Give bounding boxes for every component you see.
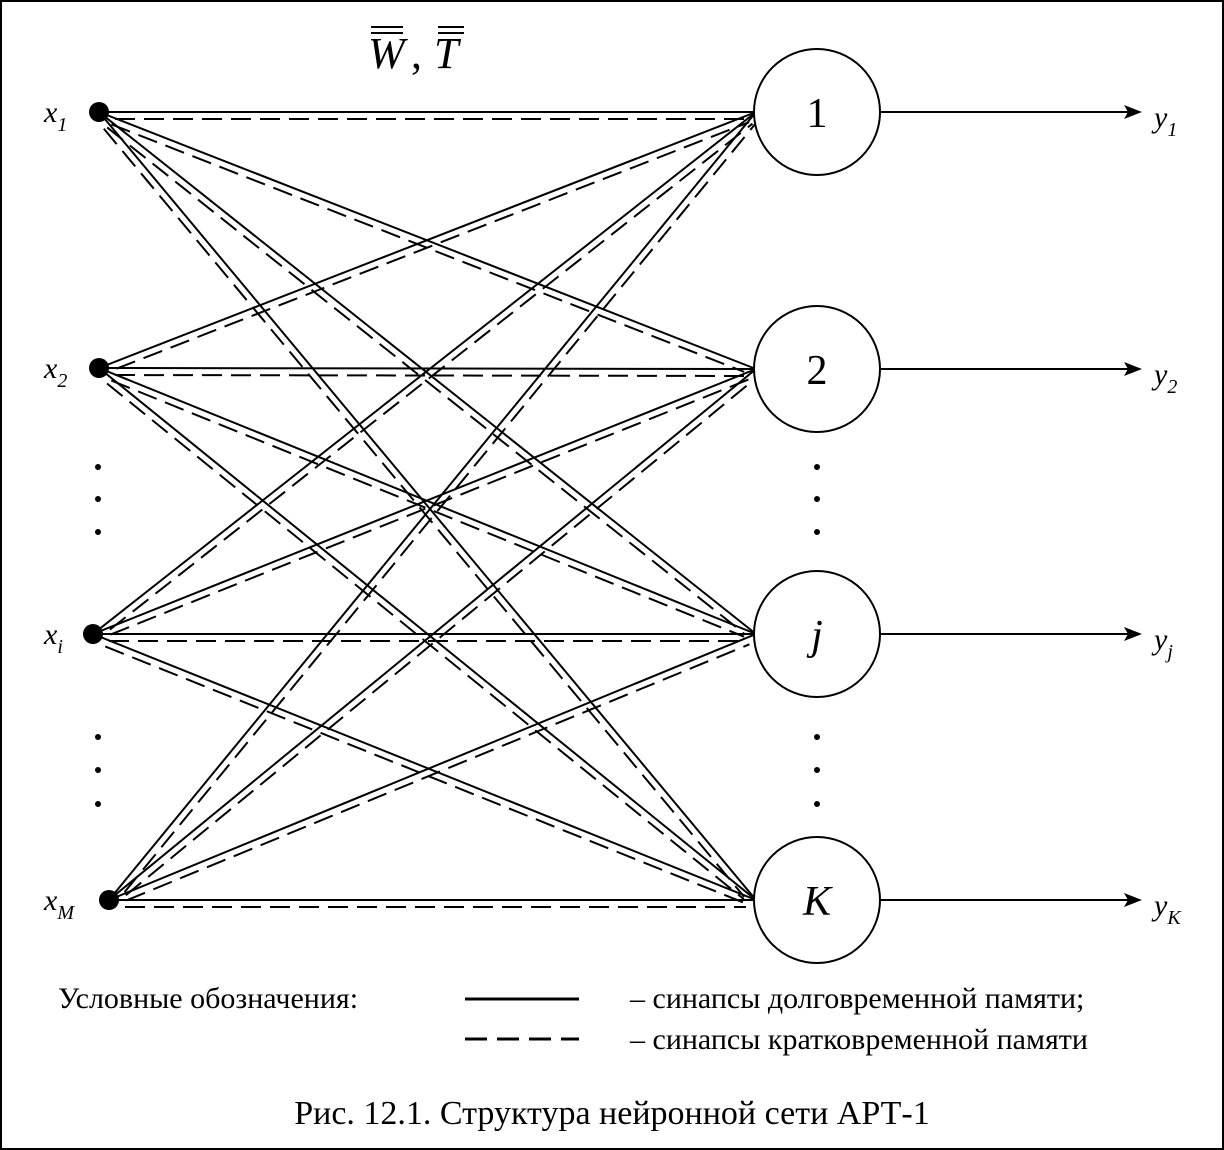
input-dots-upper-1 — [95, 464, 101, 470]
dashed-synapse-2-3 — [110, 379, 745, 638]
w-matrix-label: W — [368, 29, 408, 78]
solid-synapse-4-2 — [108, 368, 757, 901]
neuron-label-2: 2 — [807, 348, 828, 394]
neuron-label-1: 1 — [807, 91, 828, 137]
solid-synapse-3-2 — [92, 368, 757, 635]
output-arrowhead-2 — [1124, 362, 1142, 376]
input-dots-lower-2 — [95, 767, 101, 773]
solid-synapse-4-1 — [108, 111, 757, 901]
output-label-1: y1 — [1151, 101, 1177, 141]
input-dots-upper-3 — [95, 529, 101, 535]
neuron-layer: 1 2 jK — [753, 48, 881, 964]
neuron-dots-lower-2 — [814, 767, 820, 773]
input-dots-lower-3 — [95, 801, 101, 807]
neuron-label-4: K — [802, 879, 833, 925]
output-label-3: yj — [1151, 623, 1173, 663]
input-node-1 — [89, 102, 109, 122]
neuron-dots-upper-2 — [814, 496, 820, 502]
output-layer: y1 y2 yj yK — [880, 101, 1182, 929]
dashed-synapse-2-2 — [114, 374, 746, 377]
output-arrowhead-1 — [1124, 105, 1142, 119]
neuron-label-3: j — [806, 613, 823, 659]
dashed-synapse-4-2 — [125, 379, 754, 897]
solid-synapse-4-3 — [108, 633, 757, 901]
input-label-2: x2 — [43, 352, 67, 392]
output-arrowhead-4 — [1124, 893, 1142, 907]
solid-synapse-3-1 — [92, 111, 757, 635]
input-label-3: xi — [43, 618, 63, 658]
input-node-3 — [83, 624, 103, 644]
matrices-label: W , T — [368, 26, 464, 78]
dashed-synapse-1-3 — [106, 126, 745, 635]
t-matrix-label: T — [434, 29, 462, 78]
synapse-connections — [92, 111, 757, 908]
input-node-4 — [99, 890, 119, 910]
output-label-4: yK — [1151, 889, 1182, 929]
dashed-synapse-3-1 — [109, 122, 754, 631]
input-dots-lower-1 — [95, 734, 101, 740]
input-label-1: x1 — [43, 96, 67, 136]
legend: Условные обозначения: – синапсы долговре… — [58, 982, 1088, 1056]
neuron-dots-upper-1 — [814, 464, 820, 470]
input-node-2 — [89, 358, 109, 378]
dashed-synapse-2-1 — [116, 121, 750, 370]
dashed-synapse-1-2 — [110, 123, 745, 373]
continuation-dots — [95, 464, 820, 807]
neuron-dots-lower-1 — [814, 734, 820, 740]
legend-dashed-text: – синапсы кратковременной памяти — [629, 1023, 1088, 1056]
output-label-2: y2 — [1151, 358, 1177, 398]
input-dots-upper-2 — [95, 496, 101, 502]
legend-solid-text: – синапсы долговременной памяти; — [629, 982, 1084, 1015]
input-layer: x1 x2 xi xM — [43, 96, 119, 924]
figure-caption: Рис. 12.1. Структура нейронной сети АРТ-… — [294, 1095, 930, 1132]
solid-synapse-2-1 — [98, 111, 757, 369]
solid-synapse-3-4 — [92, 633, 757, 901]
input-label-4: xM — [43, 884, 75, 924]
dashed-synapse-4-3 — [126, 643, 750, 902]
neuron-dots-lower-3 — [814, 801, 820, 807]
solid-synapse-1-4 — [98, 111, 757, 901]
solid-synapse-2-2 — [98, 367, 757, 370]
solid-synapse-1-3 — [98, 111, 757, 635]
dashed-synapse-4-1 — [123, 123, 756, 893]
neuron-dots-upper-3 — [814, 529, 820, 535]
matrices-separator: , — [411, 29, 422, 78]
dashed-synapse-3-2 — [110, 378, 750, 636]
output-arrowhead-3 — [1124, 627, 1142, 641]
dashed-synapse-1-4 — [103, 128, 745, 898]
legend-title: Условные обозначения: — [58, 982, 358, 1015]
